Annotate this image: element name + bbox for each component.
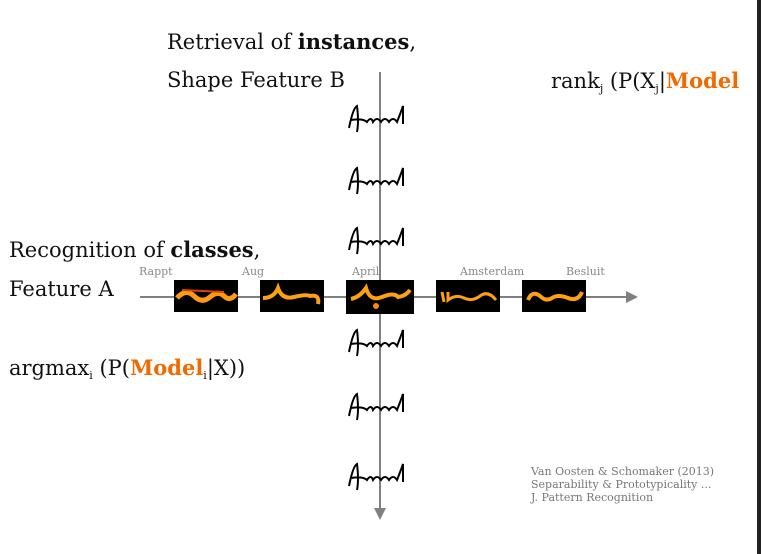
citation: Van Oosten & Schomaker (2013) Separabili…	[531, 465, 714, 504]
word-label-april: April	[352, 265, 380, 278]
retrieval-feature: Shape Feature B	[167, 68, 345, 92]
slide-edge	[757, 0, 761, 554]
handwriting-instance	[343, 102, 413, 138]
handwriting-instance	[343, 390, 413, 426]
recognition-feature: Feature A	[9, 277, 114, 301]
heatmap-image-april	[346, 280, 414, 314]
vertical-arrowhead	[374, 508, 386, 520]
word-label-amsterdam: Amsterdam	[460, 265, 525, 278]
handwriting-instance	[343, 326, 413, 362]
horizontal-arrowhead	[626, 291, 638, 303]
word-label-rappt: Rappt	[139, 265, 173, 278]
word-label-aug: Aug	[242, 265, 265, 278]
citation-authors: Van Oosten & Schomaker (2013)	[531, 465, 715, 478]
citation-journal: J. Pattern Recognition	[531, 491, 654, 504]
heatmap-image-besluit	[522, 280, 586, 312]
heatmap-image-rappt	[174, 280, 238, 312]
handwriting-instance	[343, 460, 413, 496]
word-label-besluit: Besluit	[566, 265, 605, 278]
citation-title: Separability & Prototypicality ...	[531, 478, 712, 491]
heatmap-image-amsterdam	[436, 280, 500, 312]
recognition-title: Recognition of classes,	[9, 237, 261, 262]
handwriting-instance	[343, 164, 413, 200]
retrieval-title: Retrieval of instances,	[167, 29, 417, 54]
heatmap-image-aug	[260, 280, 324, 312]
argmax-formula: argmaxi (P(Modeli|X))	[9, 355, 246, 382]
rank-formula: rankj (P(Xj|Model	[551, 68, 740, 95]
handwriting-instance	[343, 224, 413, 260]
